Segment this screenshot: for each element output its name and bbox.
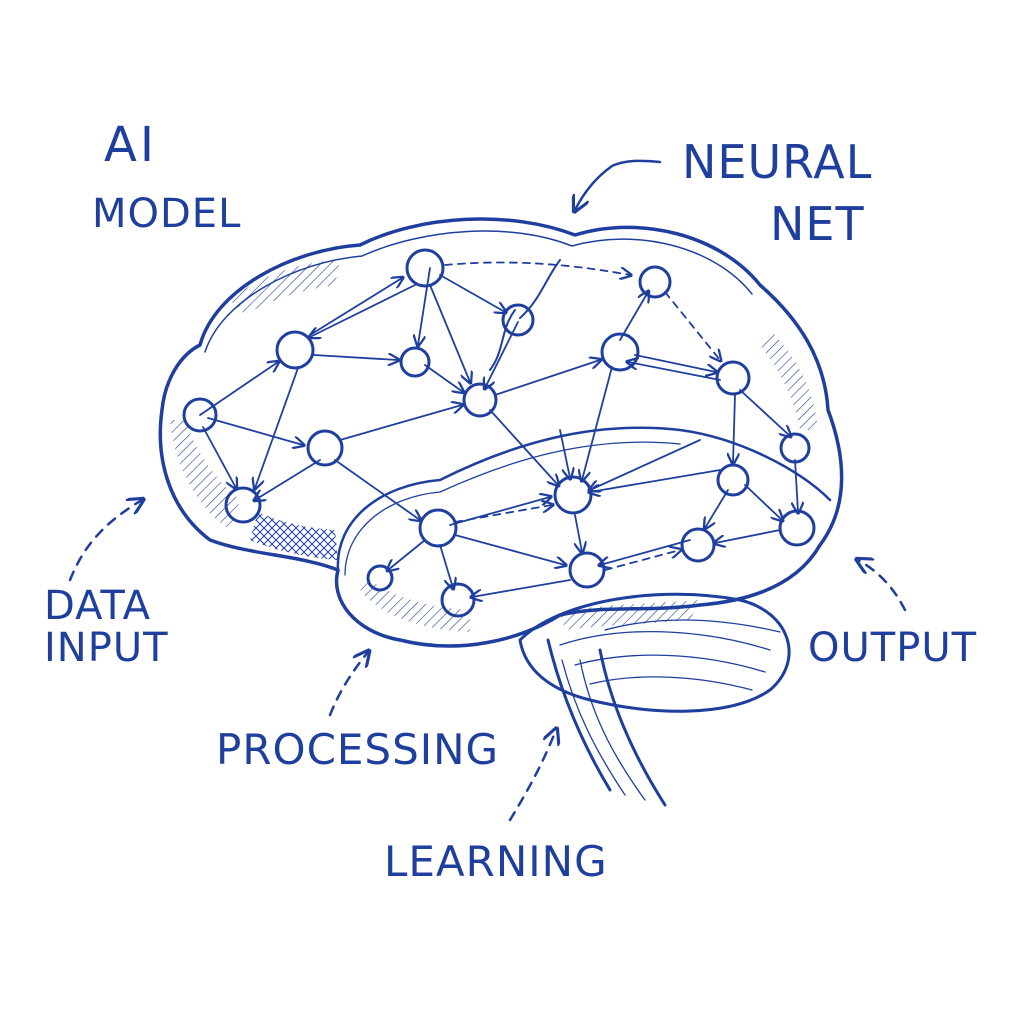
network-node [399,346,431,378]
output-arrow [858,560,907,612]
network-edges [199,261,798,597]
processing-arrow [328,652,368,717]
network-node [716,463,750,497]
learning-label: LEARNING [384,837,608,886]
network-node [501,303,535,337]
network-node [275,330,315,370]
learning-arrow [508,730,556,822]
network-node [306,429,344,467]
network-node [182,397,218,433]
neural-label: NEURAL [682,135,873,189]
network-node [715,360,751,396]
network-node [224,486,262,524]
network-node [600,332,640,372]
brain-shading [170,260,818,632]
network-node [418,508,458,548]
network-node [440,582,476,618]
output-label: OUTPUT [808,625,978,671]
network-node [778,509,816,547]
brain-outline [158,217,844,648]
network-node [680,527,716,563]
network-node [462,382,498,418]
model-label: MODEL [92,191,242,237]
annotation-arrows [68,159,907,822]
data-input-arrow [68,500,142,582]
network-nodes [182,248,816,618]
network-node [568,551,606,589]
network-node [553,475,593,515]
processing-label: PROCESSING [216,725,500,774]
network-node [366,564,394,592]
data-input-line1: DATA [44,583,152,629]
network-node [779,432,811,464]
neural-net-arrow [575,159,662,210]
brain-stem [546,638,667,807]
network-node [405,248,445,288]
net-label: NET [770,197,865,251]
data-input-label: DATA INPUT [44,585,169,669]
data-input-line2: INPUT [44,625,169,671]
ai-label: AI [104,117,157,173]
network-node [638,265,672,299]
